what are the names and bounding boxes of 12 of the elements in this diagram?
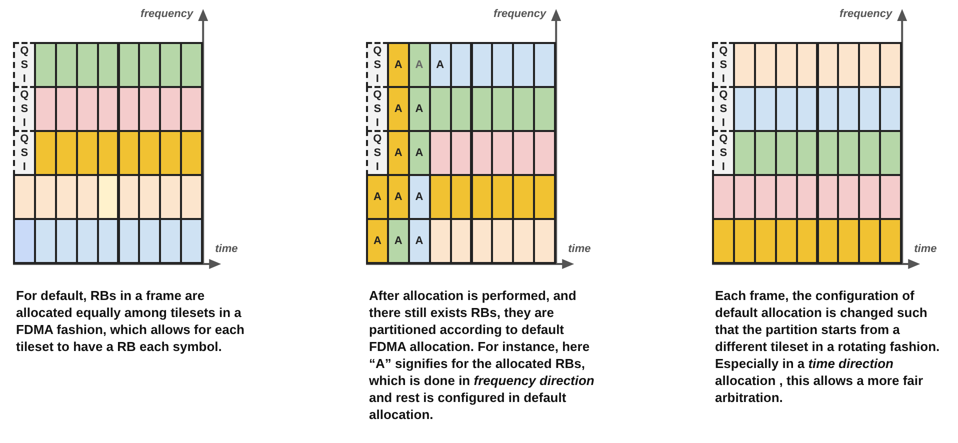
resource-block: A [386, 218, 410, 264]
caption-text: Each frame, the configuration of default allocation is changed such that the partition starts from a different tileset in a rotating fashion. Especially in a time direction allocation , this allows a more fair arbitration. [715, 287, 941, 406]
caption-text: After allocation is performed, and there still exists RBs, they are partitioned according to default FDMA allocation. For instance, here “A” signifies for the allocated RBs, which is done in frequency direction and rest is configured in default allocation. [369, 287, 596, 423]
axis-label: frequency [140, 8, 194, 20]
axis-label: time [215, 243, 238, 255]
caption-text: For default, RBs in a frame are allocated equally among tilesets in a FDMA fashion, which allows for each tileset to have a RB each symbol. [16, 287, 246, 355]
resource-block: A [408, 218, 431, 264]
axis-label: frequency [840, 8, 892, 20]
axis-label: time [568, 243, 591, 255]
resource-block: A [366, 218, 389, 264]
axis-label: time [914, 243, 937, 255]
axis-label: frequency [494, 8, 546, 20]
